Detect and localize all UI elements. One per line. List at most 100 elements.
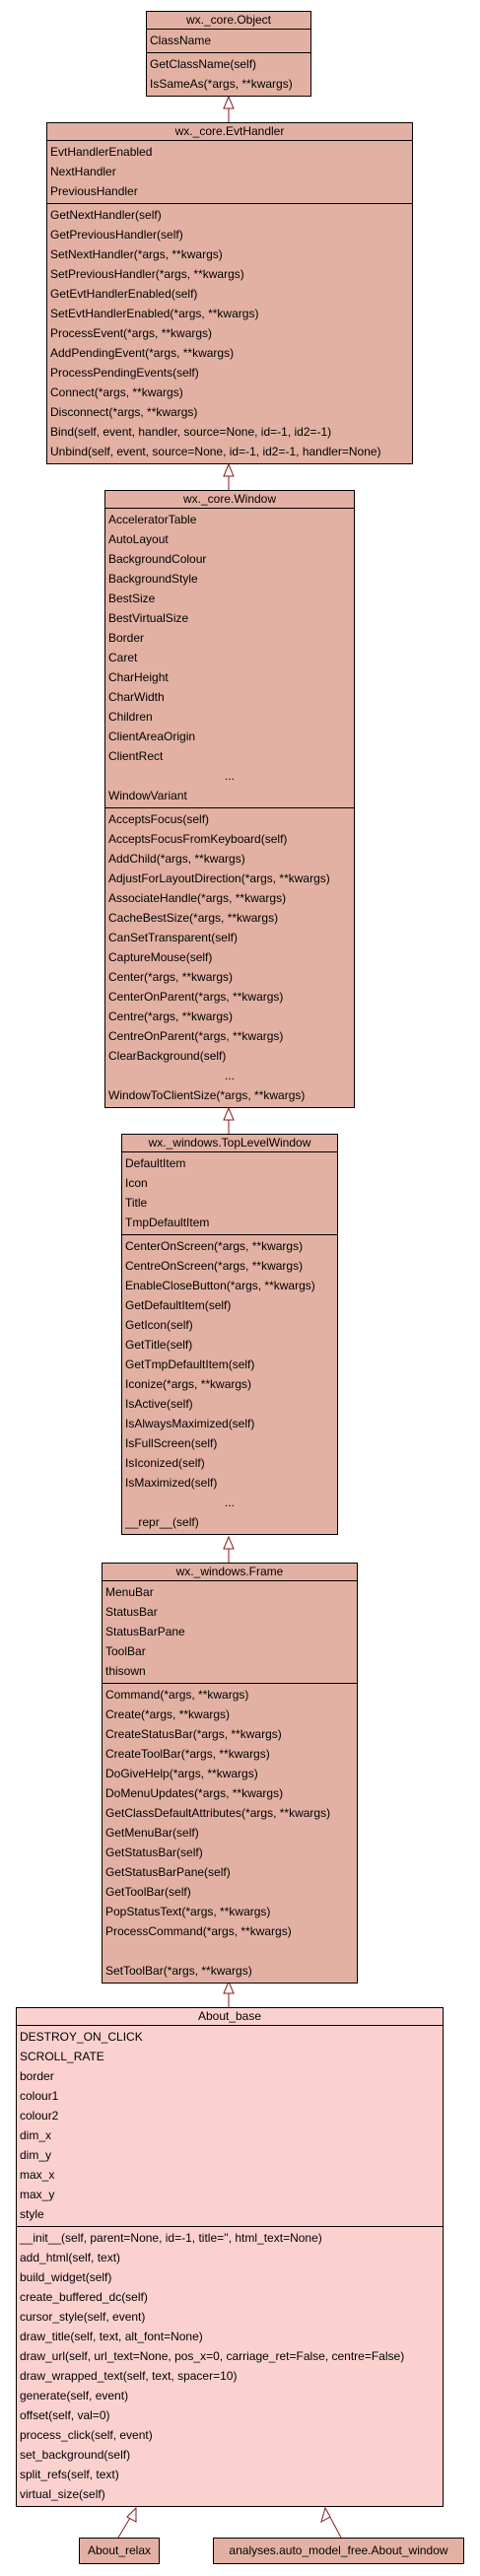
method-list: GetClassName(self) IsSameAs(*args, **kwar… [147, 53, 310, 96]
method-item: SetEvtHandlerEnabled(*args, **kwargs) [50, 307, 259, 320]
method-item: GetNextHandler(self) [50, 208, 162, 222]
edge-about-relax-to-about-base [117, 2506, 137, 2539]
method-list: AcceptsFocus(self) AcceptsFocusFromKeyboa… [105, 808, 354, 1107]
method-item: WindowToClientSize(*args, **kwargs) [108, 1088, 306, 1102]
attribute-item: colour2 [20, 2109, 59, 2123]
class-title: wx._windows.TopLevelWindow [122, 1135, 337, 1152]
method-item: CacheBestSize(*args, **kwargs) [108, 911, 279, 925]
method-item: IsSameAs(*args, **kwargs) [150, 77, 293, 91]
method-item: GetMenuBar(self) [105, 1826, 199, 1840]
attribute-item: max_x [20, 2168, 55, 2182]
method-item: ... [224, 1069, 235, 1082]
attribute-item: style [20, 2207, 44, 2221]
method-item: Iconize(*args, **kwargs) [125, 1377, 252, 1391]
attribute-item: Caret [108, 651, 138, 664]
method-item: AcceptsFocus(self) [108, 812, 210, 826]
edge-about-base-to-frame [223, 1980, 235, 2007]
method-item: ProcessEvent(*args, **kwargs) [50, 326, 213, 340]
method-item: CaptureMouse(self) [108, 950, 213, 964]
method-item: Create(*args, **kwargs) [105, 1707, 231, 1721]
method-item: SetPreviousHandler(*args, **kwargs) [50, 267, 244, 281]
method-item: GetStatusBar(self) [105, 1845, 203, 1859]
class-box-wx-core-object: wx._core.Object ClassName GetClassName(s… [146, 11, 311, 97]
attribute-item: BackgroundStyle [108, 572, 198, 586]
method-item: IsActive(self) [125, 1397, 193, 1411]
attribute-item: AcceleratorTable [108, 513, 197, 526]
method-item [103, 1941, 357, 1961]
method-item: CentreOnScreen(*args, **kwargs) [125, 1259, 304, 1273]
method-item: Connect(*args, **kwargs) [50, 385, 183, 399]
edge-frame-to-toplevelwindow [223, 1535, 235, 1563]
method-item: DoGiveHelp(*args, **kwargs) [105, 1767, 258, 1780]
attribute-item: ClientAreaOrigin [108, 730, 196, 743]
method-item: create_buffered_dc(self) [20, 2290, 148, 2304]
method-item: AssociateHandle(*args, **kwargs) [108, 891, 287, 905]
method-item: AddPendingEvent(*args, **kwargs) [50, 346, 235, 360]
method-item: CenterOnParent(*args, **kwargs) [108, 990, 284, 1004]
method-item: GetPreviousHandler(self) [50, 228, 183, 242]
attribute-item: BackgroundColour [108, 552, 207, 566]
attribute-item: PreviousHandler [50, 184, 138, 198]
method-item: ProcessCommand(*args, **kwargs) [105, 1924, 292, 1938]
method-item: AcceptsFocusFromKeyboard(self) [108, 832, 288, 846]
attribute-item: WindowVariant [108, 789, 187, 802]
method-list: __init__(self, parent=None, id=-1, title… [17, 2227, 443, 2506]
edge-toplevelwindow-to-window [223, 1106, 235, 1134]
attribute-item: ... [224, 769, 235, 783]
method-item: GetDefaultItem(self) [125, 1298, 232, 1312]
attribute-item: BestVirtualSize [108, 611, 189, 625]
attribute-item: ClassName [150, 34, 212, 47]
class-title: wx._core.Object [147, 12, 310, 30]
method-item: IsIconized(self) [125, 1456, 205, 1470]
method-item: Bind(self, event, handler, source=None, … [50, 425, 332, 439]
attribute-item: ClientRect [108, 749, 164, 763]
method-item: DoMenuUpdates(*args, **kwargs) [105, 1786, 284, 1800]
method-item: AdjustForLayoutDirection(*args, **kwargs… [108, 871, 330, 885]
method-item: Unbind(self, event, source=None, id=-1, … [50, 445, 381, 458]
method-item: offset(self, val=0) [20, 2408, 110, 2422]
method-item: ClearBackground(self) [108, 1049, 227, 1063]
attribute-item: TmpDefaultItem [125, 1216, 210, 1229]
attribute-item: Icon [125, 1176, 148, 1190]
attribute-item: DESTROY_ON_CLICK [20, 2030, 143, 2044]
method-item: CreateStatusBar(*args, **kwargs) [105, 1727, 282, 1741]
method-item: __repr__(self) [125, 1515, 199, 1529]
method-item: GetClassName(self) [150, 57, 257, 71]
attribute-item: thisown [105, 1664, 146, 1678]
method-item: add_html(self, text) [20, 2251, 121, 2264]
attribute-item: StatusBarPane [105, 1625, 185, 1638]
edge-window-to-evthandler [223, 462, 235, 490]
method-item: ProcessPendingEvents(self) [50, 366, 199, 380]
method-item: split_refs(self, text) [20, 2468, 119, 2481]
method-item: set_background(self) [20, 2448, 131, 2462]
method-item: Center(*args, **kwargs) [108, 970, 234, 984]
method-item: CreateToolBar(*args, **kwargs) [105, 1747, 270, 1761]
method-list: CenterOnScreen(*args, **kwargs)CentreOnS… [122, 1235, 337, 1534]
method-list: Command(*args, **kwargs)Create(*args, **… [103, 1684, 357, 1983]
attribute-item: MenuBar [105, 1585, 154, 1599]
method-item: IsAlwaysMaximized(self) [125, 1417, 255, 1430]
attribute-item: EvtHandlerEnabled [50, 145, 153, 159]
method-item: process_click(self, event) [20, 2428, 153, 2442]
method-item: virtual_size(self) [20, 2487, 105, 2501]
attribute-item: Border [108, 631, 145, 645]
method-item: Disconnect(*args, **kwargs) [50, 405, 198, 419]
attribute-item: BestSize [108, 592, 156, 605]
attribute-item: DefaultItem [125, 1156, 186, 1170]
method-item: draw_title(self, text, alt_font=None) [20, 2330, 203, 2343]
attribute-item: max_y [20, 2188, 55, 2201]
attribute-item: Children [108, 710, 153, 724]
method-item: GetToolBar(self) [105, 1885, 191, 1899]
class-title: wx._windows.Frame [103, 1564, 357, 1581]
edge-about-window-to-about-base [320, 2506, 342, 2539]
method-item: build_widget(self) [20, 2270, 112, 2284]
